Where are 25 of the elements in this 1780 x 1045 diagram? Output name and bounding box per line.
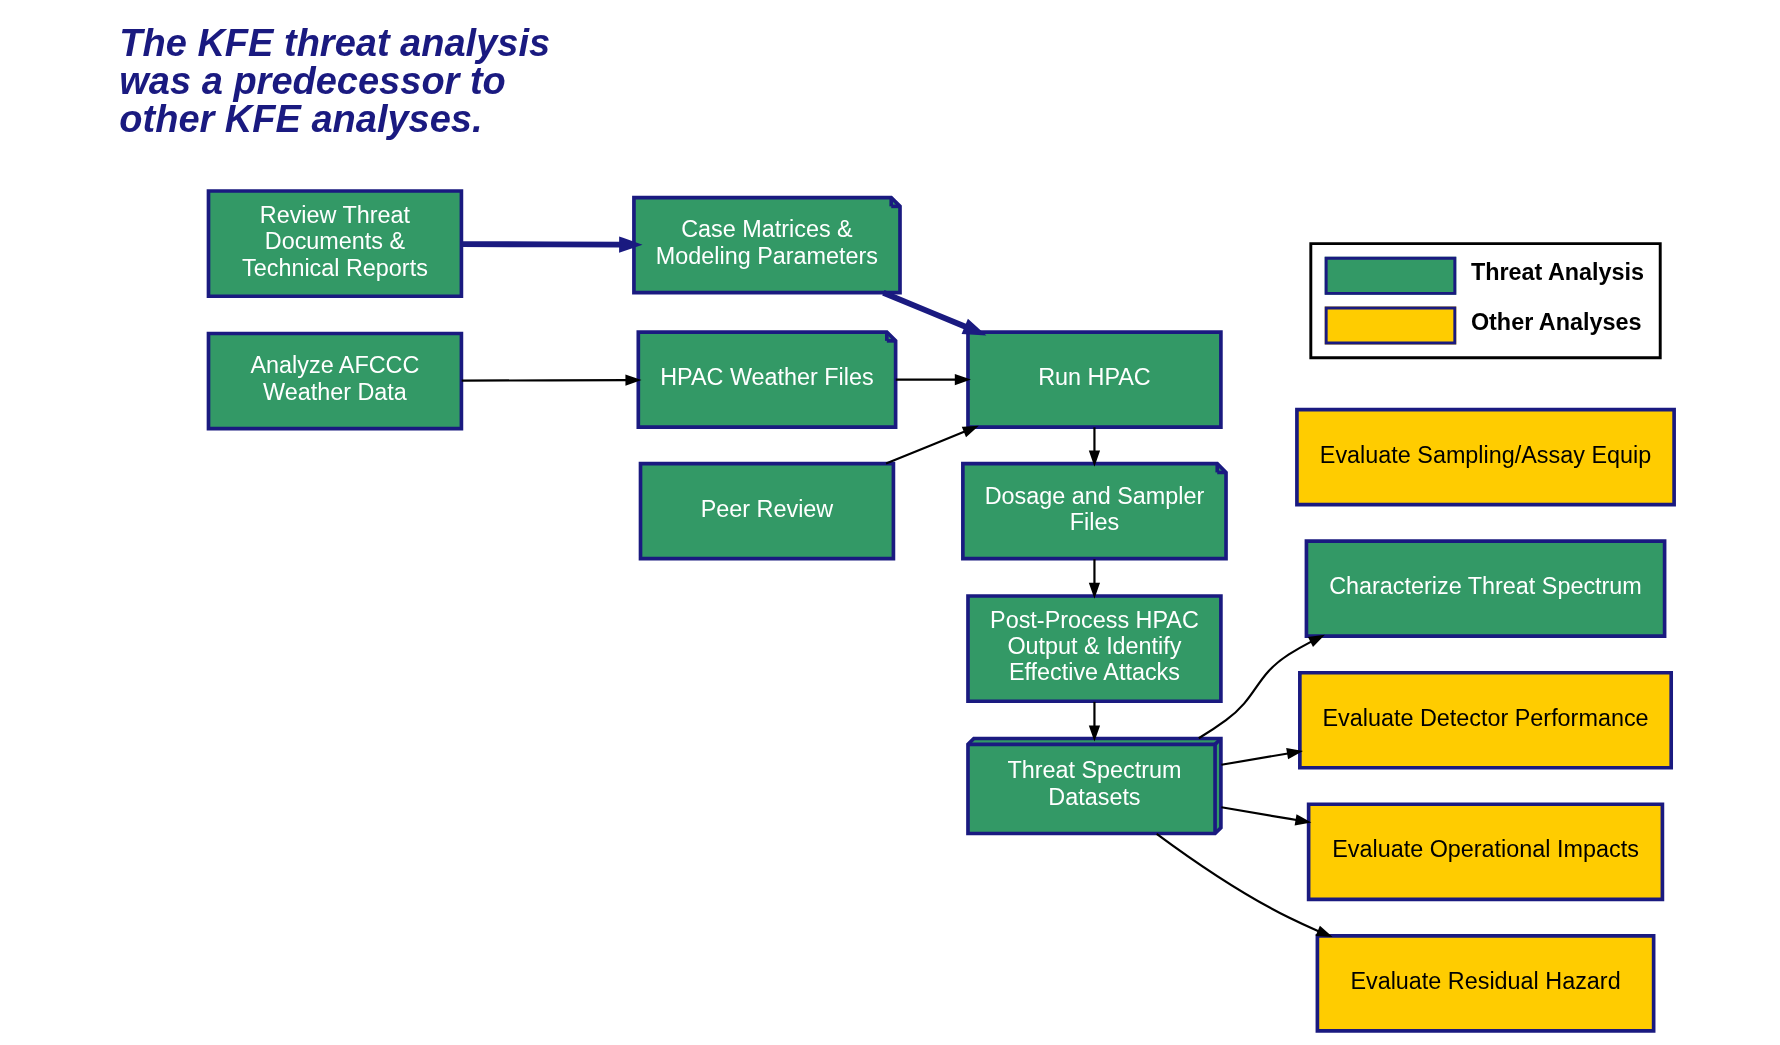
arrow bbox=[881, 290, 986, 336]
legend-label: Threat Analysis bbox=[1470, 258, 1644, 285]
node-box: Post-Process HPAC Output & Identify Effective Attacks bbox=[965, 594, 1223, 704]
node-box: Evaluate Sampling/Assay Equip bbox=[1294, 407, 1676, 507]
arrow bbox=[1088, 427, 1100, 467]
node-box: Review Threat Documents & Technical Reports bbox=[206, 189, 463, 299]
arrow bbox=[1197, 634, 1325, 740]
node-box: Analyze AFCCC Weather Data bbox=[206, 331, 463, 431]
arrow bbox=[1088, 701, 1100, 742]
node-box: Characterize Threat Spectrum bbox=[1304, 539, 1666, 638]
arrow bbox=[1220, 806, 1311, 826]
arrow bbox=[1155, 832, 1333, 937]
arrow bbox=[885, 425, 979, 465]
node-box: Evaluate Operational Impacts bbox=[1306, 802, 1664, 902]
node-box: Run HPAC bbox=[965, 330, 1223, 429]
node-box: Peer Review bbox=[638, 461, 895, 561]
arrow bbox=[895, 373, 971, 386]
arrow bbox=[461, 236, 643, 253]
arrow bbox=[1220, 748, 1303, 766]
node-box: Evaluate Residual Hazard bbox=[1315, 934, 1655, 1033]
node-box: Evaluate Detector Performance bbox=[1297, 670, 1673, 770]
arrow bbox=[461, 374, 642, 386]
legend-label: Other Analyses bbox=[1470, 308, 1642, 335]
arrow bbox=[1088, 559, 1100, 599]
label: The KFE threat analysis was a predecessor to other KFE analyses. bbox=[118, 22, 550, 141]
